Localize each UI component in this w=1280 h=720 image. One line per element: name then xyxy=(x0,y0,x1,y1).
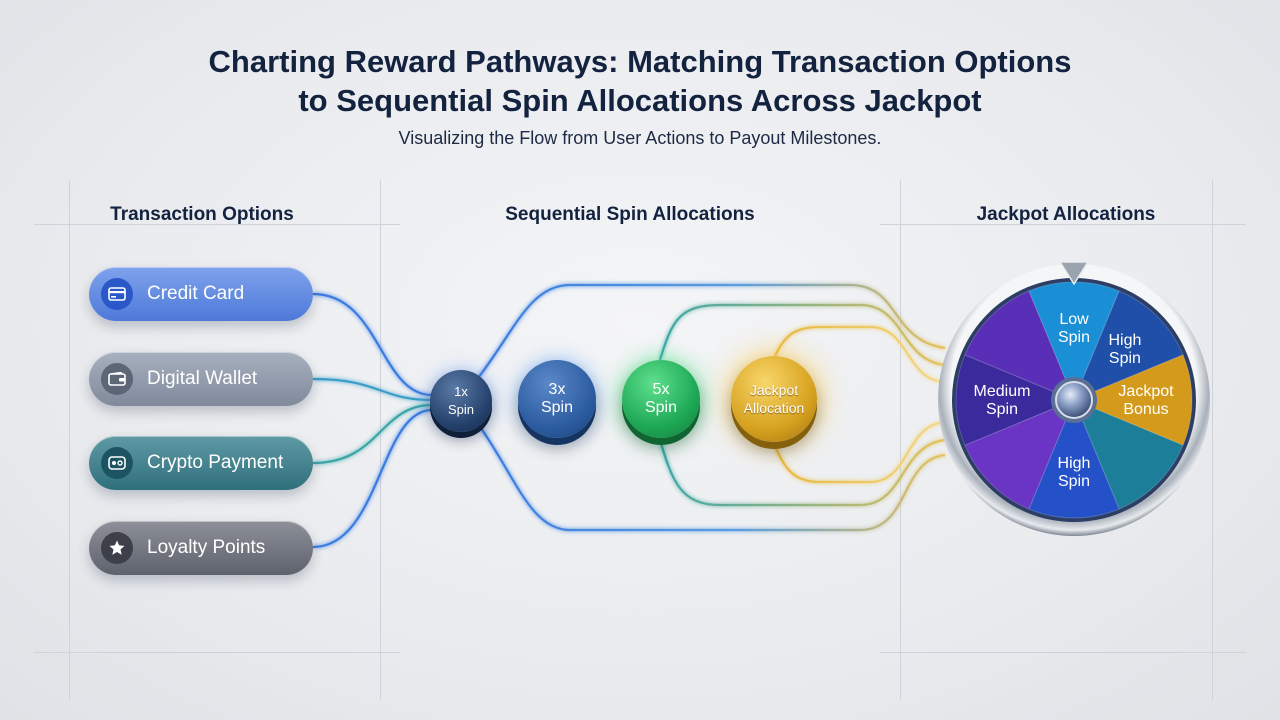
title-line-2: to Sequential Spin Allocations Across Ja… xyxy=(298,83,982,118)
spin-node-line-2: Spin xyxy=(644,399,678,416)
column-header-jackpot: Jackpot Allocations xyxy=(976,204,1156,225)
link-bottom-outer xyxy=(477,423,946,532)
grid-line xyxy=(69,180,70,700)
grid-line xyxy=(380,180,381,700)
spin-node-jackpot-allocation[interactable]: Jackpot Allocation xyxy=(731,356,817,442)
spin-node-line-1: 1x xyxy=(454,384,468,399)
wheel-segment xyxy=(964,399,1075,510)
spin-node-line-2: Spin xyxy=(540,399,574,416)
grid-line xyxy=(880,652,1246,653)
column-header-transactions: Transaction Options xyxy=(110,204,294,225)
wheel-segment xyxy=(1073,290,1184,401)
link-top-middle xyxy=(658,303,946,367)
spin-node-line-1: 3x xyxy=(548,381,566,398)
link-top-inner xyxy=(774,325,946,384)
grid-line xyxy=(34,652,400,653)
wheel-pointer-icon xyxy=(1059,262,1089,286)
wheel-segment xyxy=(1073,399,1184,510)
credit-card-icon xyxy=(101,278,133,310)
spin-node-line-2: Spin xyxy=(447,402,475,417)
column-header-spins: Sequential Spin Allocations xyxy=(505,204,755,225)
transaction-digital-wallet[interactable]: Digital Wallet xyxy=(89,352,313,406)
spin-node-line-1: 5x xyxy=(652,381,670,398)
transaction-label: Loyalty Points xyxy=(147,537,266,558)
grid-line xyxy=(880,224,1246,225)
transaction-label: Digital Wallet xyxy=(147,368,258,389)
link-digital-wallet xyxy=(312,377,433,402)
link-loyalty-points xyxy=(312,408,433,549)
title-line-1: Charting Reward Pathways: Matching Trans… xyxy=(208,44,1072,79)
link-bottom-inner xyxy=(773,420,946,484)
spin-node-line-1: Jackpot xyxy=(749,382,799,398)
crypto-icon xyxy=(101,447,133,479)
transaction-loyalty-points[interactable]: Loyalty Points xyxy=(89,521,313,575)
wheel-segment xyxy=(955,354,1076,446)
spin-node-3x[interactable]: 3x Spin xyxy=(518,360,596,438)
spin-node-1x[interactable]: 1x Spin xyxy=(430,370,492,432)
link-crypto-payment xyxy=(312,403,433,465)
wheel-segment xyxy=(964,290,1075,401)
transaction-crypto-payment[interactable]: Crypto Payment xyxy=(89,436,313,490)
link-bottom-middle xyxy=(658,438,946,507)
transaction-label: Credit Card xyxy=(147,283,245,304)
grid-line xyxy=(34,224,400,225)
grid-line xyxy=(900,180,901,700)
diagram-subtitle: Visualizing the Flow from User Actions t… xyxy=(398,128,882,148)
spin-node-line-2: Allocation xyxy=(743,400,805,416)
wheel-segment xyxy=(1072,354,1193,446)
grid-line xyxy=(1212,180,1213,700)
wheel-segment xyxy=(1028,398,1120,519)
wheel-segments xyxy=(955,281,1193,519)
link-top-outer xyxy=(477,283,946,379)
star-icon xyxy=(101,532,133,564)
wheel-hub xyxy=(1055,381,1093,419)
link-credit-card xyxy=(312,292,433,397)
spin-node-5x[interactable]: 5x Spin xyxy=(622,360,700,438)
diagram-title: Charting Reward Pathways: Matching Trans… xyxy=(0,42,1280,120)
transaction-label: Crypto Payment xyxy=(147,452,284,473)
wallet-icon xyxy=(101,363,133,395)
transaction-credit-card[interactable]: Credit Card xyxy=(89,267,313,321)
